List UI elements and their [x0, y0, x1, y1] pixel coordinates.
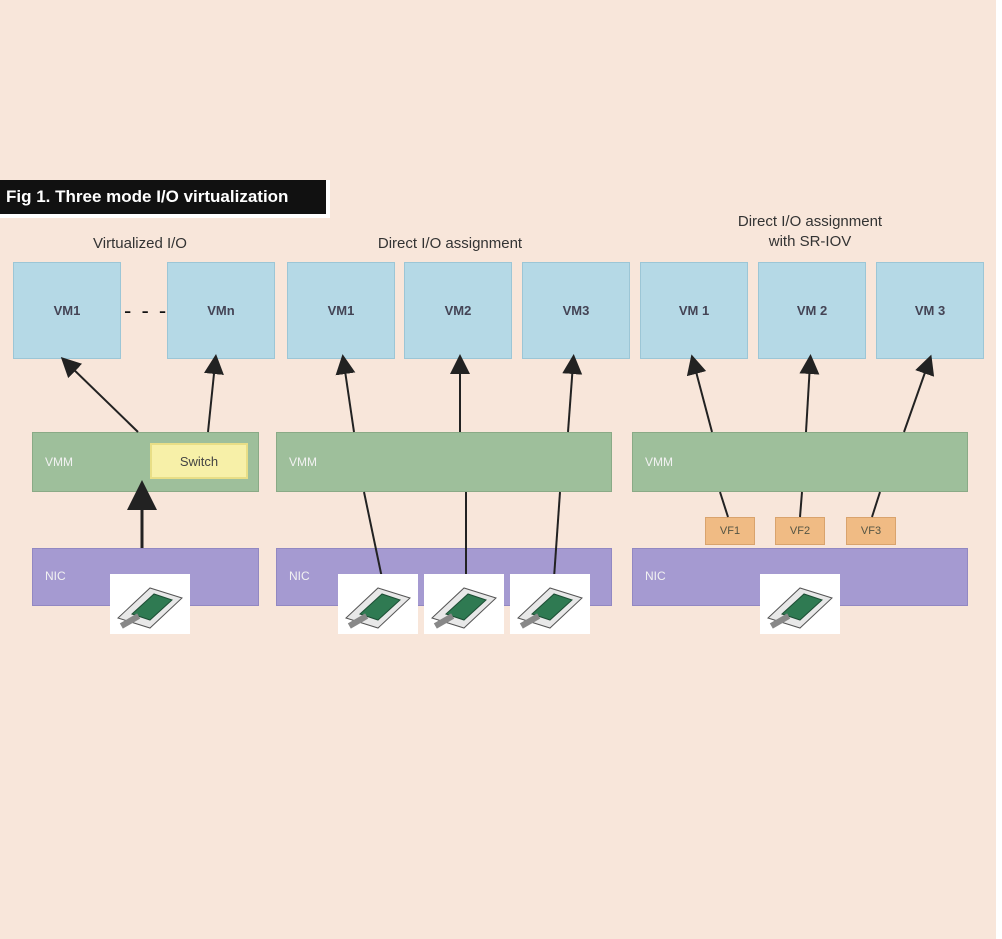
vm-box: VM 2 — [758, 262, 866, 359]
vmm-layer: VMM — [276, 432, 612, 492]
vm-box: VM2 — [404, 262, 512, 359]
section-title-sriov-line2: with SR-IOV — [768, 233, 852, 250]
network-card-icon — [424, 574, 504, 634]
vm-box: VM 3 — [876, 262, 984, 359]
vmm-label: VMM — [645, 455, 673, 469]
ellipsis-dots: - - - — [124, 298, 169, 323]
nic-label: NIC — [45, 569, 66, 583]
arrow-up-icon — [903, 354, 935, 433]
vf-link — [719, 491, 729, 518]
vm-box: VM1 — [287, 262, 395, 359]
vm-box: VMn — [167, 262, 275, 359]
vm-box: VM3 — [522, 262, 630, 359]
virtual-function: VF2 — [775, 517, 825, 545]
vmm-layer: VMM — [632, 432, 968, 492]
network-card-icon — [510, 574, 590, 634]
arrow-up-icon — [562, 354, 583, 433]
arrow-up-icon — [60, 357, 139, 433]
nic-label: NIC — [289, 569, 310, 583]
arrow-up-icon — [204, 354, 224, 433]
right-margin-strip — [996, 0, 1002, 939]
section-title-direct: Direct I/O assignment — [377, 235, 523, 252]
vm-box: VM 1 — [640, 262, 748, 359]
virtual-function: VF3 — [846, 517, 896, 545]
vm-box: VM1 — [13, 262, 121, 359]
network-card-icon — [760, 574, 840, 634]
figure-title: Fig 1. Three mode I/O virtualization — [0, 180, 330, 218]
network-card-icon — [110, 574, 190, 634]
passthrough-line — [363, 491, 383, 579]
vf-link — [799, 491, 803, 518]
arrow-up-icon — [686, 354, 713, 433]
network-card-icon — [338, 574, 418, 634]
arrow-up-icon — [335, 354, 356, 433]
nic-label: NIC — [645, 569, 666, 583]
section-title-sriov-line1: Direct I/O assignment — [737, 213, 883, 230]
vf-link — [871, 491, 881, 518]
passthrough-line — [553, 491, 561, 579]
arrow-up-icon — [799, 354, 820, 433]
vmm-label: VMM — [45, 455, 73, 469]
section-title-virtualized: Virtualized I/O — [93, 235, 187, 252]
virtual-function: VF1 — [705, 517, 755, 545]
vmm-label: VMM — [289, 455, 317, 469]
software-switch: Switch — [150, 443, 248, 479]
